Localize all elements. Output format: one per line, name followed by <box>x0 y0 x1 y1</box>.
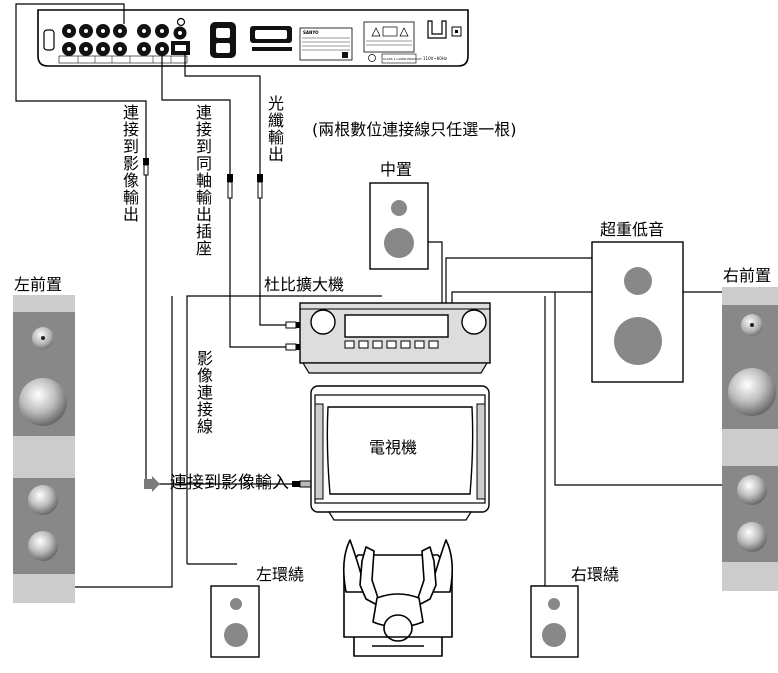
connect-coaxial-output-label: 連接到同軸輸出插座 <box>193 104 212 257</box>
center-speaker-label: 中置 <box>380 160 413 179</box>
center-wire <box>428 241 443 304</box>
optical-output-jack <box>171 41 190 55</box>
listener-armchair-icon <box>342 539 454 657</box>
subwoofer-speaker <box>591 241 684 383</box>
optical-cable-from-player <box>184 52 261 174</box>
amp-input-plug-coax <box>285 343 302 351</box>
amplifier <box>299 302 491 374</box>
center-speaker <box>369 182 429 270</box>
coax-cable-to-amp <box>229 198 296 348</box>
svg-text:CLASS 1 LASER PRODUCT: CLASS 1 LASER PRODUCT <box>383 57 422 61</box>
tv-label: 電視機 <box>369 438 418 457</box>
laser-class-label <box>381 53 417 64</box>
power-socket <box>427 20 447 39</box>
left-surround-speaker <box>210 585 260 658</box>
scart-connector <box>210 22 236 58</box>
left-surround-label: 左環繞 <box>256 565 305 584</box>
digital-cable-note: (兩根數位連接線只任選一根) <box>312 120 517 139</box>
audio-output-jacks <box>62 24 127 56</box>
optical-output-label: 光纖輸出 <box>265 95 284 163</box>
subwoofer-wire <box>445 257 592 304</box>
front-left-label: 左前置 <box>14 275 63 294</box>
front-right-speaker <box>722 287 778 591</box>
optical-cable-to-amp <box>259 198 296 326</box>
arrow-right-icon <box>144 476 160 492</box>
connect-video-input-label: 連接到影像輸入 <box>170 473 289 493</box>
front-left-speaker <box>13 295 75 603</box>
right-surround-label: 右環繞 <box>571 565 620 584</box>
amp-display <box>344 314 449 338</box>
tv-screen <box>326 406 474 495</box>
right-surround-wire <box>531 296 546 587</box>
amp-input-plug-optical <box>285 321 302 329</box>
front-right-label: 右前置 <box>723 266 772 285</box>
coax-cable-from-player <box>161 56 231 174</box>
dvd-player-back-panel: SANYO CLASS 1 LASER PRODUCT 110V~60Hz <box>37 9 469 67</box>
video-cable-label: 影像連接線 <box>194 350 213 435</box>
coax-rca-plug <box>227 174 233 199</box>
warning-icon <box>371 27 381 37</box>
vga-connector <box>250 26 292 51</box>
coaxial-output-jack <box>173 26 187 40</box>
rating-plate: SANYO <box>299 27 353 61</box>
volume-knob-left <box>310 309 336 335</box>
warning-plate: CLASS 1 LASER PRODUCT <box>363 21 422 64</box>
video-cable-from-player <box>15 3 147 158</box>
left-surround-wire-top <box>186 295 382 300</box>
television <box>310 385 490 521</box>
video-rca-plug <box>143 158 149 176</box>
voltage-text: 110V~60Hz <box>423 56 447 61</box>
screw-icon <box>176 17 186 27</box>
brand-text: SANYO <box>303 30 319 35</box>
subwoofer-label: 超重低音 <box>600 220 665 239</box>
right-surround-speaker <box>530 585 579 658</box>
optical-plug <box>257 174 263 199</box>
front-left-wire <box>75 296 173 588</box>
amplifier-label: 杜比擴大機 <box>264 275 345 294</box>
connect-video-output-label: 連接到影像輸出 <box>120 104 139 223</box>
volume-knob-right <box>461 309 487 335</box>
front-right-wire <box>554 292 722 486</box>
video-output-jacks <box>137 24 169 56</box>
